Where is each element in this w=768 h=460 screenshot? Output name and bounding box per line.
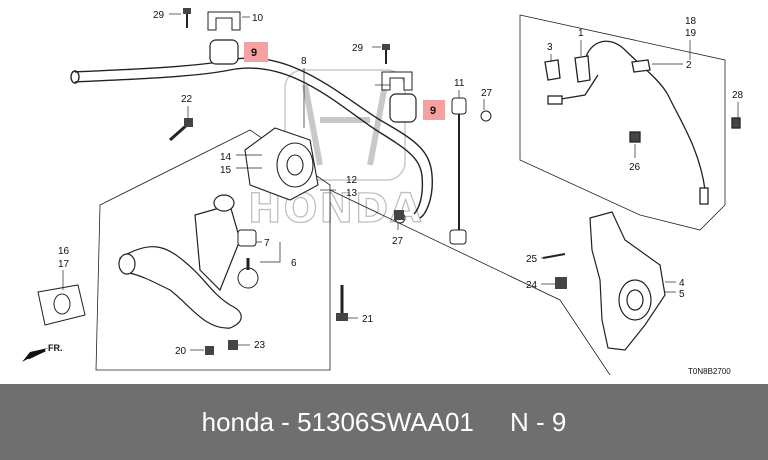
highlight-9-left [244, 42, 268, 62]
callout-27-lower: 27 [392, 236, 404, 247]
callout-5: 5 [679, 289, 685, 300]
highlight-9-right [423, 100, 445, 120]
callout-17: 17 [58, 259, 70, 270]
caption-part-number: 51306SWAA01 [297, 406, 474, 437]
lower-control-arm [118, 194, 242, 329]
callout-7: 7 [264, 238, 270, 249]
callout-15: 15 [220, 165, 232, 176]
caption-brand: honda [201, 406, 274, 437]
bolt-22 [169, 118, 193, 142]
callout-23: 23 [254, 340, 266, 351]
caption-separator: - [273, 406, 298, 437]
callout-11: 11 [454, 78, 465, 89]
callout-16: 16 [58, 246, 70, 257]
callout-28: 28 [732, 90, 744, 101]
nut-27-lower [394, 210, 404, 220]
wheel-speed-sensor [544, 40, 741, 205]
callout-14: 14 [220, 152, 232, 163]
bushing-9-right: 9 [389, 93, 445, 123]
compliance-bushing [244, 127, 319, 201]
ball-joint [237, 229, 259, 289]
diagram-svg: HONDA 9 9 [22, 8, 744, 376]
part-caption-bar: honda - 51306SWAA01 N - 9 [0, 384, 768, 460]
front-direction-arrow: FR. [22, 343, 63, 362]
callout-2: 2 [686, 60, 692, 71]
callout-18: 18 [685, 16, 697, 27]
callout-4: 4 [679, 278, 685, 289]
steering-knuckle [589, 211, 666, 351]
callout-29-right: 29 [352, 43, 364, 54]
callout-27-upper: 27 [481, 88, 493, 99]
parts-diagram: HONDA 9 9 [22, 8, 744, 376]
callout-1: 1 [578, 28, 584, 39]
callout-9-left: 9 [251, 47, 257, 59]
callout-6: 6 [291, 258, 297, 269]
bolt-20 [205, 346, 214, 355]
callout-29-left: 29 [153, 10, 165, 21]
nut-23 [228, 340, 238, 350]
callout-13: 13 [346, 188, 358, 199]
callout-21: 21 [362, 314, 374, 325]
bracket-10 [207, 11, 241, 31]
bracket-bolt-29-right [381, 44, 413, 91]
callout-24: 24 [526, 280, 538, 291]
bolt-21 [336, 285, 348, 321]
pin-25 [542, 253, 566, 259]
callout-26: 26 [629, 162, 641, 173]
callout-12: 12 [346, 175, 358, 186]
caption-ref-label: N - 9 [510, 406, 567, 437]
bolt-29-left [183, 8, 191, 28]
leader-lines [62, 13, 739, 351]
callout-22: 22 [181, 94, 193, 105]
stabilizer-bar [70, 57, 433, 219]
callouts: 29 10 8 29 11 27 22 14 15 12 13 27 7 6 1… [58, 10, 744, 357]
callout-9-right: 9 [430, 105, 436, 117]
callout-3: 3 [547, 42, 553, 53]
callout-25: 25 [526, 254, 538, 265]
reference-frames [95, 14, 726, 376]
nut-24 [555, 277, 567, 289]
bushing-bracket [37, 284, 86, 326]
callout-20: 20 [175, 346, 187, 357]
bushing-9-left: 9 [209, 39, 268, 65]
caption-gap [474, 407, 510, 438]
diagram-code: T0N8B2700 [688, 367, 731, 376]
direction-label: FR. [48, 343, 63, 353]
callout-8: 8 [301, 56, 307, 67]
callout-19: 19 [685, 28, 697, 39]
callout-10: 10 [252, 13, 264, 24]
stabilizer-link [394, 97, 492, 245]
